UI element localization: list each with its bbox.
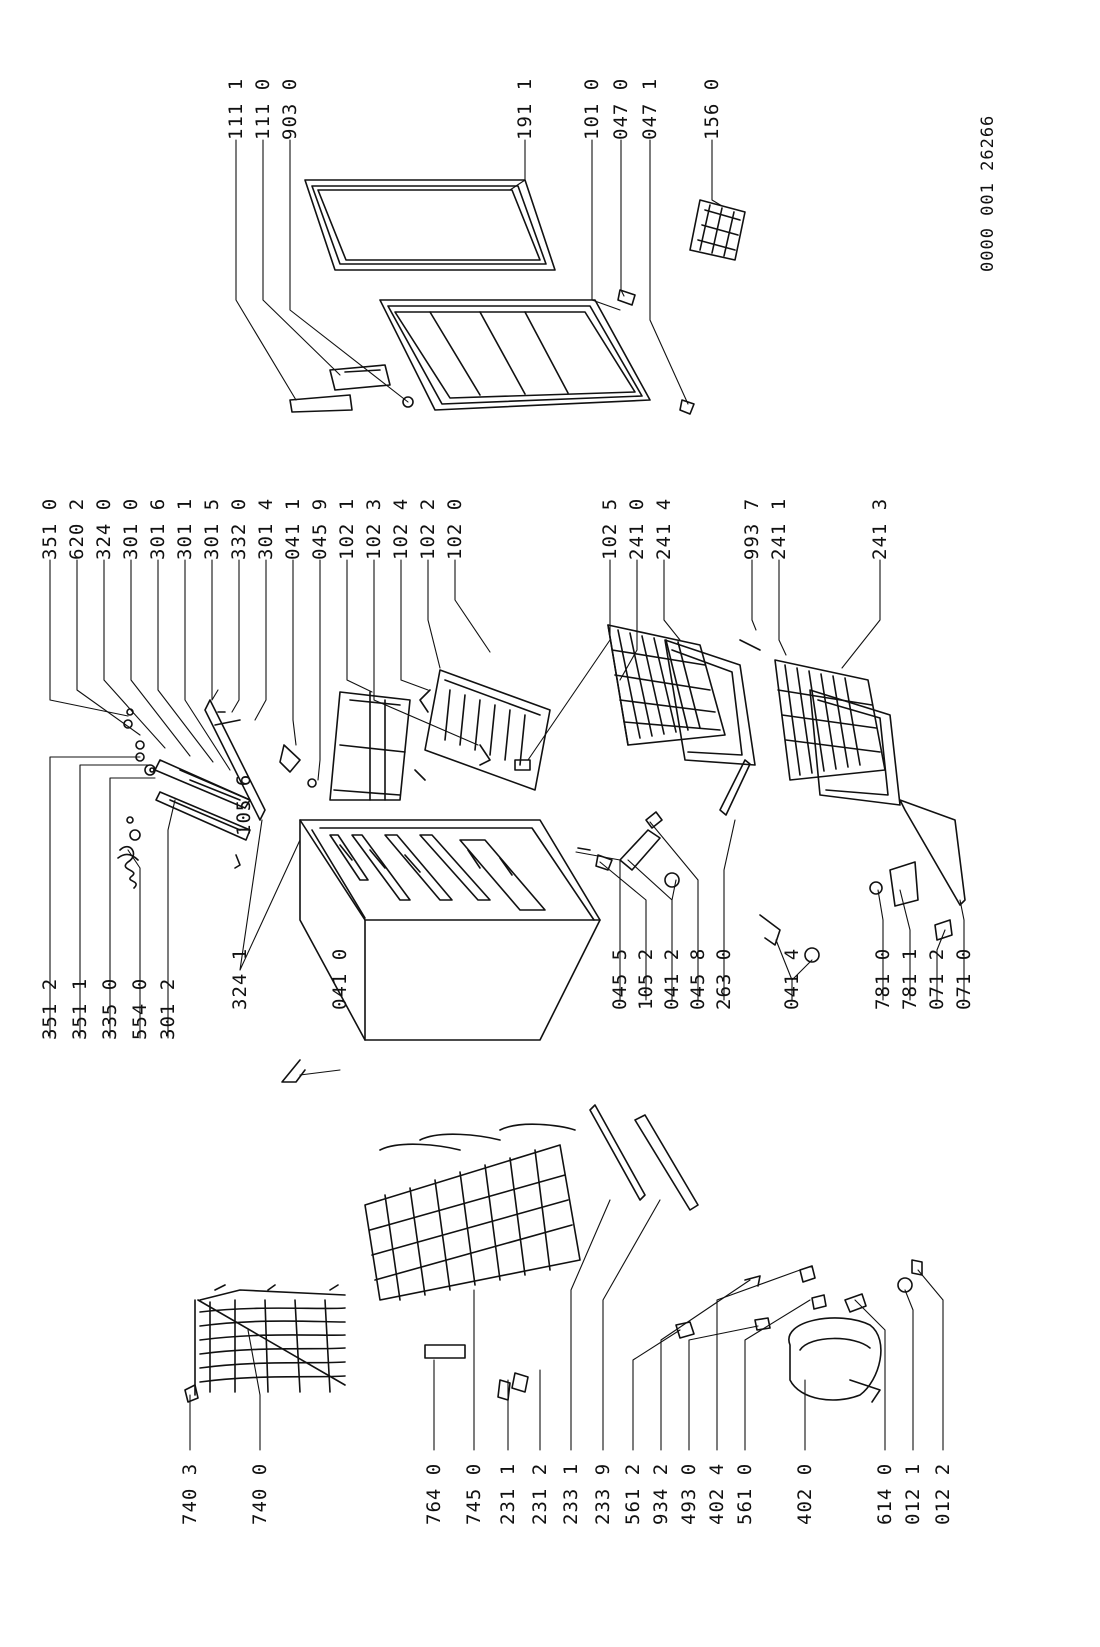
part-label: 614 0 [874,1462,896,1525]
part-label: 045 5 [609,947,631,1010]
part-label: 301 2 [157,977,179,1040]
part-label: 781 0 [872,947,894,1010]
part-label: 745 0 [463,1462,485,1525]
shelf-kit [204,624,901,821]
part-label: 301 5 [201,497,223,560]
part-label: 012 2 [932,1462,954,1525]
part-label: 047 0 [610,77,632,140]
leaders-top-right [49,559,881,781]
part-label: 231 2 [529,1462,551,1525]
part-label: 041 1 [282,497,304,560]
part-label: 041 0 [329,947,351,1010]
part-label: 012 1 [902,1462,924,1525]
part-label: 561 0 [734,1462,756,1525]
part-label: 351 0 [39,497,61,560]
part-label: 301 0 [120,497,142,560]
part-label: 241 4 [653,497,675,560]
part-label: 241 0 [626,497,648,560]
part-label: 233 1 [560,1462,582,1525]
part-label: 102 4 [390,497,412,560]
part-label: 620 2 [66,497,88,560]
part-label: 554 0 [129,977,151,1040]
part-label: 335 0 [99,977,121,1040]
door-assembly [289,179,746,415]
cooling-parts [184,759,966,1403]
part-label: 351 1 [69,977,91,1040]
part-label: 041 4 [781,947,803,1010]
control-parts [117,708,251,889]
part-label: 764 0 [423,1462,445,1525]
leaders-cooling [189,1199,944,1451]
part-label: 993 7 [741,497,763,560]
part-label: 934 2 [650,1462,672,1525]
part-label: 301 6 [147,497,169,560]
part-label: 191 1 [514,77,536,140]
part-label: 111 1 [225,77,247,140]
part-label: 301 1 [174,497,196,560]
part-label: 231 1 [497,1462,519,1525]
leaders-top-left [49,756,176,1039]
document-number: 0000 001 26266 [978,114,998,272]
part-label: 102 0 [444,497,466,560]
part-label: 233 9 [592,1462,614,1525]
part-label: 263 0 [713,947,735,1010]
part-label: 781 1 [899,947,921,1010]
part-label: 111 0 [252,77,274,140]
part-label: 241 1 [768,497,790,560]
part-label: 324 1 [229,947,251,1010]
part-label: 402 0 [794,1462,816,1525]
part-label: 071 0 [953,947,975,1010]
part-label: 740 3 [179,1462,201,1525]
part-label: 045 8 [687,947,709,1010]
part-label: 493 0 [678,1462,700,1525]
part-label: 105 6 [233,773,255,836]
part-label: 561 2 [622,1462,644,1525]
freezer-cabinet [281,819,601,1083]
leaders-cabinet-bottom [239,819,965,1076]
part-label: 102 5 [599,497,621,560]
part-label: 101 0 [581,77,603,140]
part-label: 351 2 [39,977,61,1040]
part-label: 102 3 [363,497,385,560]
part-label: 301 4 [255,497,277,560]
part-label: 740 0 [249,1462,271,1525]
part-label: 071 2 [926,947,948,1010]
part-label: 156 0 [701,77,723,140]
part-label: 903 0 [279,77,301,140]
part-label: 047 1 [639,77,661,140]
part-label: 324 0 [93,497,115,560]
part-label: 241 3 [869,497,891,560]
part-label: 102 2 [417,497,439,560]
part-label: 102 1 [336,497,358,560]
part-label: 402 4 [706,1462,728,1525]
part-label: 332 0 [228,497,250,560]
part-label: 041 2 [661,947,683,1010]
part-label: 105 2 [635,947,657,1010]
part-label: 045 9 [309,497,331,560]
